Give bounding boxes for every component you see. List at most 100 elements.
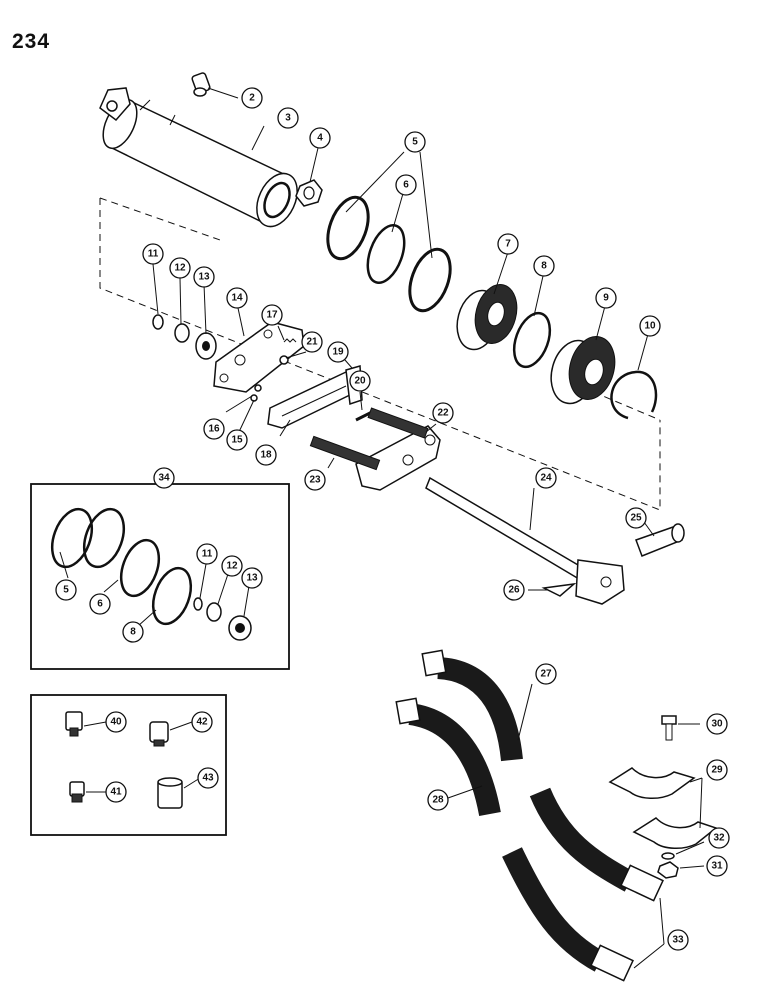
lock-washer-part xyxy=(661,852,675,860)
svg-text:2: 2 xyxy=(249,93,255,104)
svg-text:23: 23 xyxy=(309,475,321,486)
wiper-ring-part xyxy=(152,314,164,330)
hydraulic-hose-part xyxy=(395,697,501,817)
callout-10: 10 xyxy=(639,315,661,337)
kit-callout-11: 11 xyxy=(196,543,218,565)
svg-text:40: 40 xyxy=(110,717,122,728)
piston-part xyxy=(456,284,518,351)
svg-text:33: 33 xyxy=(672,935,684,946)
callout-28: 28 xyxy=(427,789,449,811)
callout-23: 23 xyxy=(304,469,326,491)
svg-text:30: 30 xyxy=(711,719,723,730)
seal-part xyxy=(228,615,252,641)
callout-9: 9 xyxy=(595,287,617,309)
callout-40: 40 xyxy=(105,711,127,733)
kit-callout-13: 13 xyxy=(241,567,263,589)
callout-19: 19 xyxy=(327,341,349,363)
fitting-part xyxy=(69,781,85,803)
callout-31: 31 xyxy=(706,855,728,877)
svg-text:7: 7 xyxy=(505,239,511,250)
clevis-block-part xyxy=(355,425,441,491)
hex-nut-part xyxy=(657,861,679,879)
callout-30: 30 xyxy=(706,713,728,735)
fitting-part xyxy=(149,721,169,747)
svg-text:5: 5 xyxy=(63,585,69,596)
callout-8: 8 xyxy=(533,255,555,277)
svg-text:21: 21 xyxy=(306,337,318,348)
callout-7: 7 xyxy=(497,233,519,255)
washer-part xyxy=(174,323,190,343)
leader-lines xyxy=(59,87,705,969)
callout-43: 43 xyxy=(197,767,219,789)
seal-part xyxy=(195,332,217,360)
backup-ring-part xyxy=(50,507,94,569)
clevis-pin-part xyxy=(635,523,685,557)
callout-6: 6 xyxy=(395,174,417,196)
svg-text:11: 11 xyxy=(148,249,159,260)
svg-text:8: 8 xyxy=(130,627,136,638)
svg-text:25: 25 xyxy=(630,513,642,524)
callout-4: 4 xyxy=(309,127,331,149)
callout-21: 21 xyxy=(301,331,323,353)
svg-text:42: 42 xyxy=(196,717,208,728)
callout-20: 20 xyxy=(349,370,371,392)
o-ring-part xyxy=(366,224,406,284)
svg-text:6: 6 xyxy=(403,180,409,191)
cylinder-barrel-part xyxy=(99,87,298,228)
svg-text:15: 15 xyxy=(231,435,243,446)
callout-5: 5 xyxy=(404,131,426,153)
svg-text:3: 3 xyxy=(285,113,291,124)
svg-text:26: 26 xyxy=(508,585,520,596)
callout-25: 25 xyxy=(625,507,647,529)
spring-part xyxy=(283,338,297,343)
o-ring-part xyxy=(512,311,552,369)
callout-32: 32 xyxy=(708,827,730,849)
page-number: 234 xyxy=(12,30,51,53)
svg-text:20: 20 xyxy=(354,376,366,387)
svg-text:12: 12 xyxy=(174,263,186,274)
callout-24: 24 xyxy=(535,467,557,489)
callout-27: 27 xyxy=(535,663,557,685)
wiper-ring-part xyxy=(193,597,203,611)
svg-text:13: 13 xyxy=(246,573,258,584)
callout-29: 29 xyxy=(706,759,728,781)
svg-text:11: 11 xyxy=(202,549,213,560)
piston-rod-part xyxy=(425,476,625,605)
fittings-box xyxy=(30,694,227,836)
callout-15: 15 xyxy=(226,429,248,451)
callout-22: 22 xyxy=(432,402,454,424)
callout-34: 34 xyxy=(153,467,175,489)
callout-18: 18 xyxy=(255,444,277,466)
svg-text:10: 10 xyxy=(644,321,656,332)
hydraulic-hose-part xyxy=(529,787,664,902)
nut-part xyxy=(279,355,289,365)
callout-3: 3 xyxy=(277,107,299,129)
svg-text:34: 34 xyxy=(158,473,170,484)
svg-text:32: 32 xyxy=(713,833,725,844)
o-ring-part xyxy=(119,538,161,598)
callout-13: 13 xyxy=(193,266,215,288)
callout-42: 42 xyxy=(191,711,213,733)
callout-2: 2 xyxy=(241,87,263,109)
svg-text:19: 19 xyxy=(332,347,344,358)
elbow-fitting-part xyxy=(191,72,211,97)
svg-text:16: 16 xyxy=(208,424,220,435)
callout-17: 17 xyxy=(261,304,283,326)
svg-text:22: 22 xyxy=(437,408,449,419)
callout-14: 14 xyxy=(226,287,248,309)
washer-part xyxy=(206,602,222,622)
o-ring-part xyxy=(151,566,193,626)
svg-text:8: 8 xyxy=(541,261,547,272)
backup-ring-part xyxy=(82,507,126,569)
backup-ring-part xyxy=(408,247,452,313)
kit-callout-6: 6 xyxy=(89,593,111,615)
hex-nut-part xyxy=(295,179,323,207)
callout-12: 12 xyxy=(169,257,191,279)
svg-text:9: 9 xyxy=(603,293,609,304)
kit-callout-8: 8 xyxy=(122,621,144,643)
backup-ring-part xyxy=(326,195,370,261)
bolt-part xyxy=(661,715,677,741)
fitting-part xyxy=(65,711,83,737)
svg-text:4: 4 xyxy=(317,133,323,144)
svg-text:12: 12 xyxy=(226,561,238,572)
